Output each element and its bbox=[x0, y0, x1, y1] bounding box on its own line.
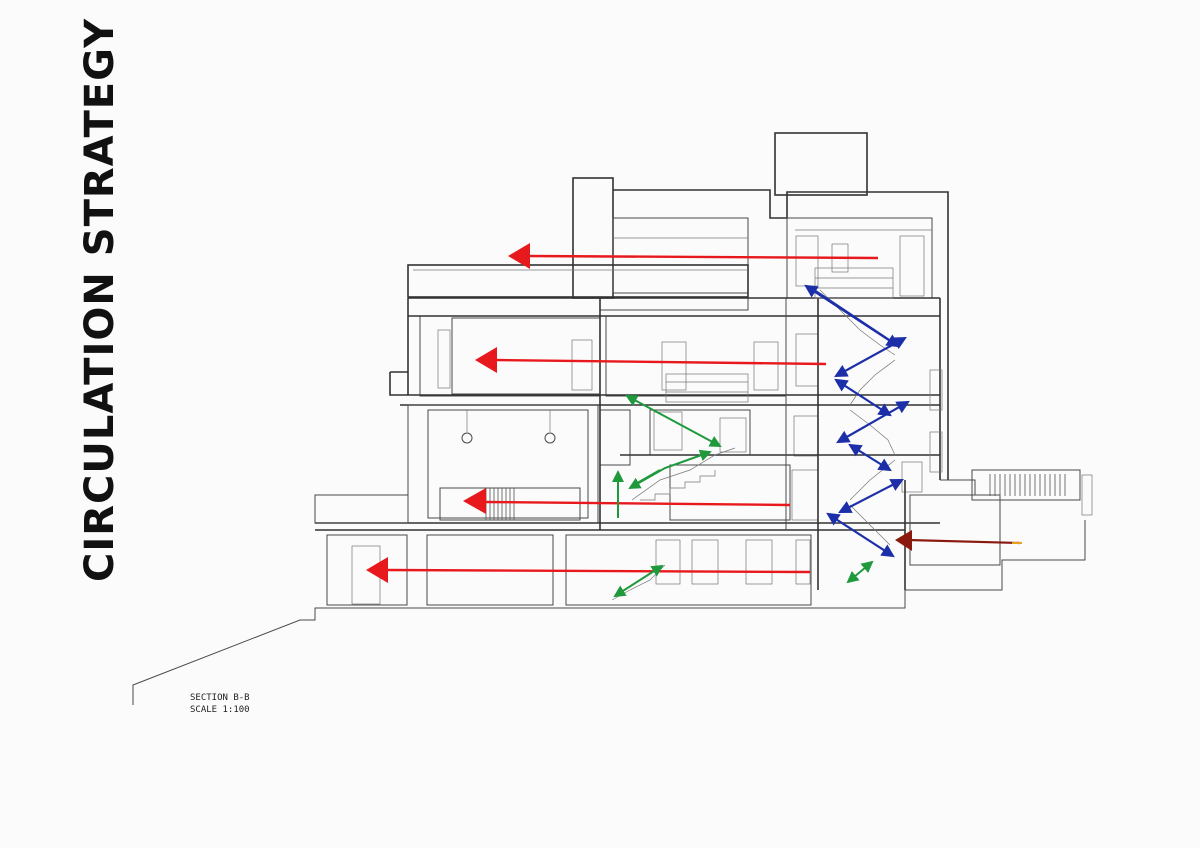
arrow-head-top-floor bbox=[508, 243, 530, 269]
section-caption: SECTION B-B SCALE 1:100 bbox=[190, 692, 250, 716]
shelving-hatch bbox=[485, 488, 515, 520]
arrow-head-first-floor bbox=[463, 488, 486, 514]
building-section bbox=[314, 132, 1093, 606]
section-label: SECTION B-B bbox=[190, 693, 250, 703]
scale-label: SCALE 1:100 bbox=[190, 705, 250, 715]
annex-hatch bbox=[989, 474, 1066, 496]
secondary-stair-arrows bbox=[612, 395, 874, 598]
horizontal-circulation-arrows bbox=[366, 243, 879, 583]
entrance-arrow bbox=[895, 530, 1022, 551]
ground-line bbox=[132, 590, 906, 705]
primary-stair-arrows bbox=[804, 284, 910, 558]
arrow-head-ground-floor bbox=[366, 557, 388, 583]
arrow-head-third-floor bbox=[475, 347, 497, 373]
